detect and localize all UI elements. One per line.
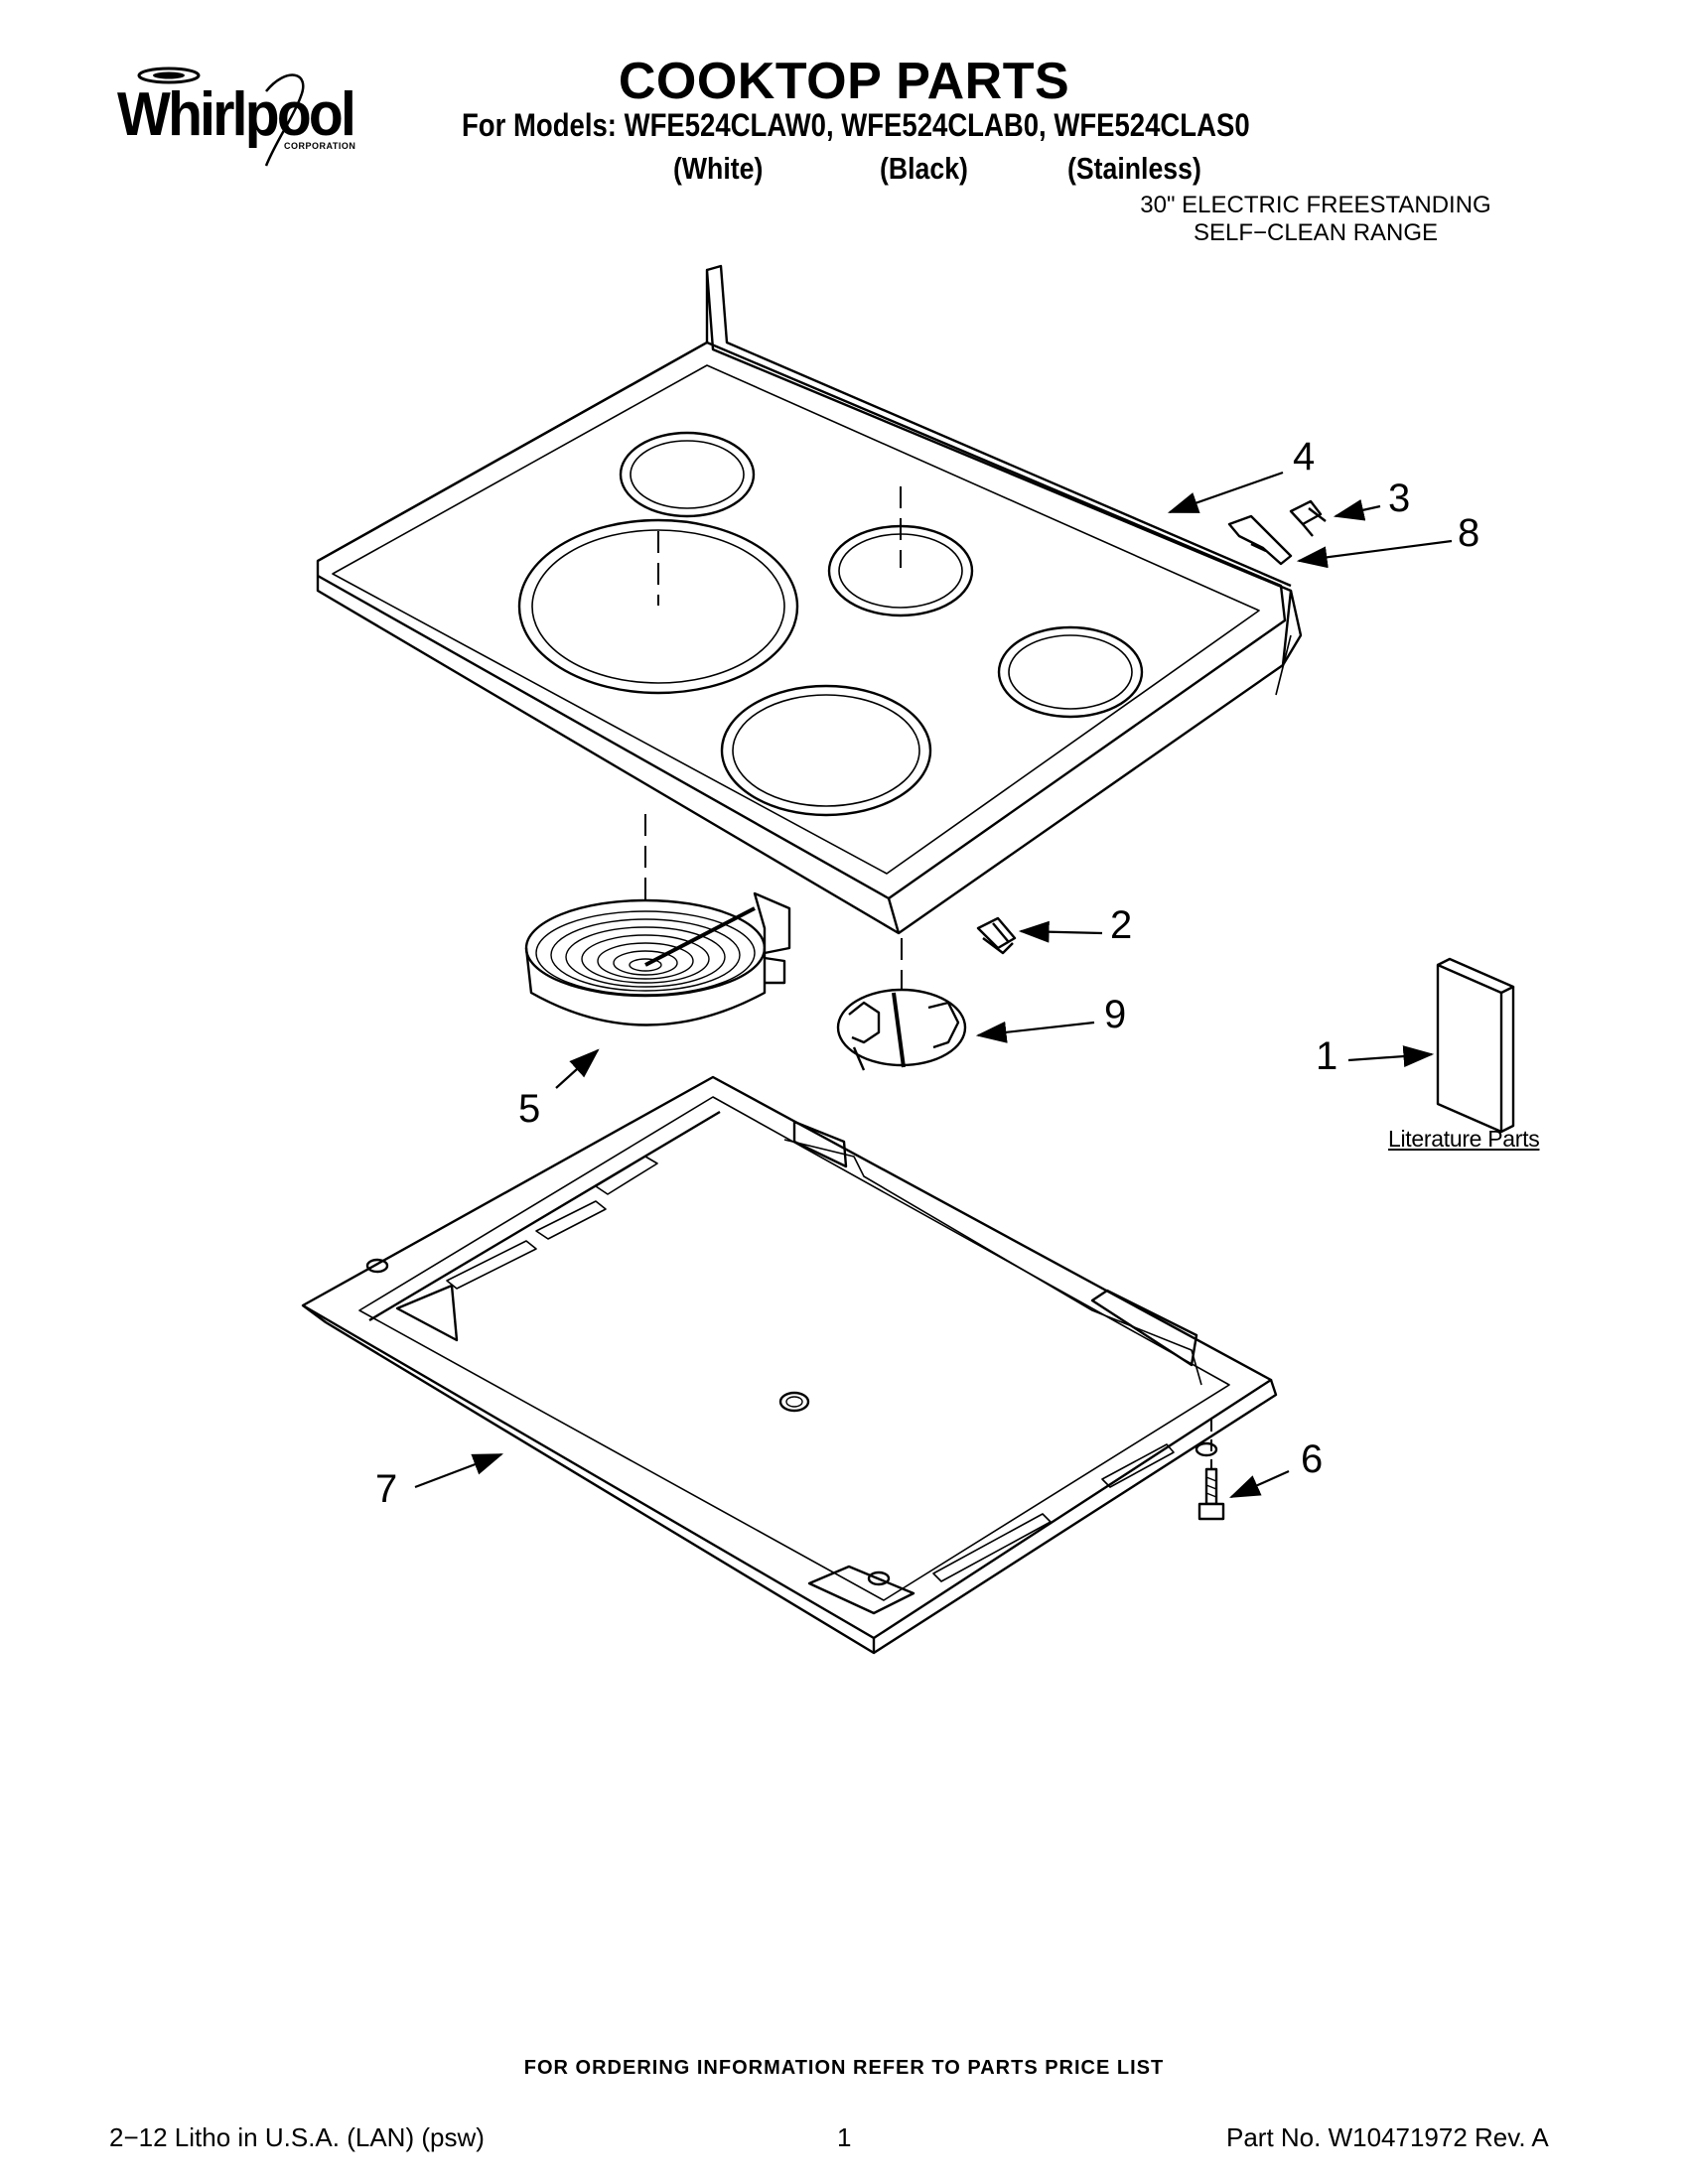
callout-7: 7 (375, 1467, 398, 1511)
callout-8: 8 (1458, 511, 1480, 555)
callout-5: 5 (518, 1087, 541, 1131)
mounting-screw (1197, 1467, 1225, 1521)
leader-arrow-7 (414, 1452, 504, 1489)
part-number: Part No. W10471972 Rev. A (1226, 2122, 1549, 2152)
color-stainless: (Stainless) (1067, 151, 1201, 186)
logo-corporation: CORPORATION (284, 141, 356, 151)
leader-arrow-9 (975, 1021, 1095, 1043)
logo-wordmark: Whirlpool (117, 80, 356, 149)
terminal-block-bracket (836, 988, 967, 1071)
leader-arrow-4 (1167, 471, 1284, 514)
mounting-bracket-clip (1227, 514, 1293, 566)
callout-9: 9 (1104, 993, 1127, 1036)
page-number: 1 (837, 2122, 852, 2152)
litho-note: 2−12 Litho in U.S.A. (LAN) (psw) (109, 2122, 485, 2152)
screw (1289, 499, 1327, 537)
literature-parts-label: Literature Parts (1388, 1126, 1540, 1152)
callout-1: 1 (1316, 1034, 1338, 1078)
ordering-note: FOR ORDERING INFORMATION REFER TO PARTS … (523, 2057, 1165, 2079)
leader-arrow-8 (1296, 539, 1453, 569)
leader-arrow-2 (1018, 920, 1103, 943)
radiant-surface-element (524, 891, 791, 1026)
element-clip (976, 916, 1017, 955)
models-line: For Models: WFE524CLAW0, WFE524CLAB0, WF… (462, 107, 1250, 143)
color-black: (Black) (880, 151, 968, 186)
leader-arrow-3 (1333, 499, 1381, 521)
burner-box-tray (301, 1075, 1278, 1655)
callout-2: 2 (1110, 903, 1133, 947)
color-white: (White) (673, 151, 764, 186)
cooktop-glass-panel (316, 264, 1303, 935)
whirlpool-logo: Whirlpool CORPORATION (117, 62, 375, 171)
range-description: 30" ELECTRIC FREESTANDING SELF−CLEAN RAN… (1067, 192, 1564, 247)
callout-6: 6 (1301, 1437, 1324, 1481)
description-line-1: 30" ELECTRIC FREESTANDING (1140, 192, 1491, 218)
leader-arrow-6 (1228, 1469, 1290, 1499)
leader-arrows (414, 471, 1453, 1499)
leader-arrow-1 (1347, 1045, 1435, 1068)
description-line-2: SELF−CLEAN RANGE (1193, 219, 1439, 246)
leader-arrow-5 (555, 1048, 600, 1089)
callout-3: 3 (1388, 477, 1411, 520)
literature-book (1436, 957, 1515, 1134)
logo-swirl-graphic (137, 67, 305, 167)
page-title: COOKTOP PARTS (618, 53, 1070, 110)
callout-4: 4 (1293, 435, 1316, 478)
